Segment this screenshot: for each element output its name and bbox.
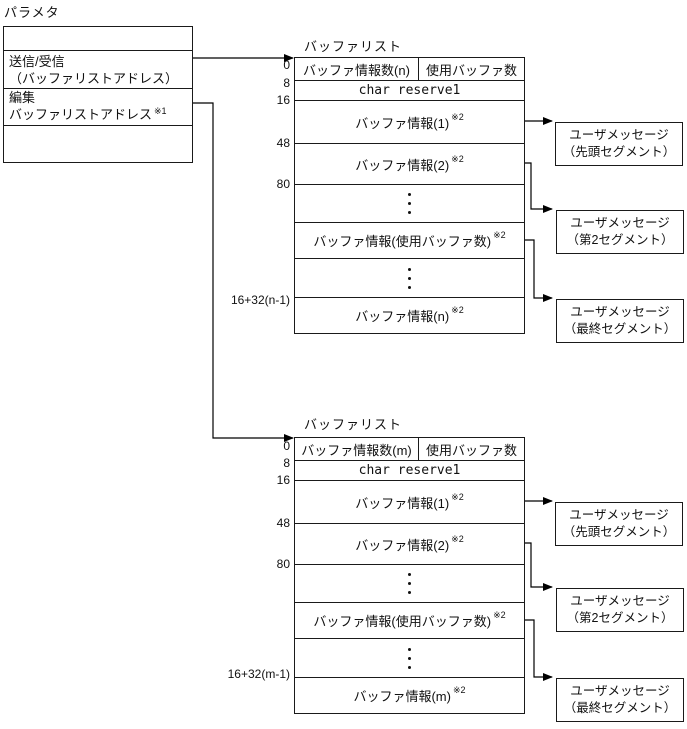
offset-label: 48 (276, 136, 290, 150)
arrow-list1-info2-to-second-segment (525, 162, 553, 213)
parameter-title: パラメタ (4, 5, 60, 20)
buffer-info-count-cell: バッファ情報数(m) (295, 438, 419, 460)
user-message-box-last-segment-2: ユーザメッセージ （最終セグメント） (556, 678, 684, 722)
buffer-list-1-reserve-row: char reserve1 (295, 80, 524, 100)
note-2-superscript: ※2 (493, 610, 506, 620)
offset-label: 80 (276, 557, 290, 571)
parameter-row-send-receive: 送信/受信 （バッファリストアドレス） (4, 50, 192, 88)
offset-label: 8 (283, 76, 290, 90)
offset-label: 16 (276, 93, 290, 107)
offset-label: 0 (283, 58, 290, 72)
segment-label: （第2セグメント） (566, 233, 674, 247)
segment-label: （先頭セグメント） (562, 145, 676, 159)
offset-label: 16 (276, 473, 290, 487)
buffer-list-1-info-row-2: バッファ情報(2)※2 (295, 143, 524, 184)
user-message-box-second-segment-1: ユーザメッセージ （第2セグメント） (556, 210, 684, 254)
parameter-box: 送信/受信 （バッファリストアドレス） 編集 バッファリストアドレス※1 (3, 26, 193, 163)
note-2-superscript: ※2 (493, 230, 506, 240)
note-2-superscript: ※2 (452, 685, 466, 695)
buffer-list-1-ellipsis-row-2 (295, 258, 524, 297)
offset-label: 0 (283, 439, 290, 453)
user-message-box-head-segment-2: ユーザメッセージ （先頭セグメント） (555, 502, 683, 546)
buffer-info-m-label: バッファ情報(m) (353, 689, 451, 704)
user-message-box-head-segment-1: ユーザメッセージ （先頭セグメント） (555, 122, 683, 166)
segment-label: （先頭セグメント） (562, 525, 676, 539)
arrow-edit-to-buffer-list-2 (193, 102, 294, 442)
buffer-list-2-ellipsis-row-2 (295, 638, 524, 677)
offset-label: 48 (276, 516, 290, 530)
buffer-list-2-info-row-1: バッファ情報(1)※2 (295, 480, 524, 523)
used-buffer-count-cell: 使用バッファ数 (425, 442, 517, 458)
segment-label: （第2セグメント） (566, 611, 674, 625)
note-2-superscript: ※2 (451, 111, 464, 122)
buffer-list-2-info-row-2: バッファ情報(2)※2 (295, 523, 524, 564)
user-message-label: ユーザメッセージ (570, 684, 670, 698)
buffer-list-2-title: バッファリスト (304, 417, 403, 432)
buffer-list-2-reserve-row: char reserve1 (295, 460, 524, 480)
buffer-list-1-box: バッファ情報数(n) 使用バッファ数 char reserve1 バッファ情報(… (294, 57, 525, 334)
buffer-list-2-info-row-used: バッファ情報(使用バッファ数)※2 (295, 602, 524, 638)
arrow-list2-used-to-last-segment (525, 619, 553, 681)
buffer-list-2-header-row: バッファ情報数(m) 使用バッファ数 (295, 438, 524, 460)
buffer-info-1-label: バッファ情報(1) (355, 495, 450, 511)
buffer-info-1-label: バッファ情報(1) (355, 115, 450, 131)
user-message-label: ユーザメッセージ (570, 216, 670, 230)
offset-label: 16+32(n-1) (230, 293, 290, 307)
segment-label: （最終セグメント） (563, 701, 677, 715)
segment-label: （最終セグメント） (563, 322, 677, 336)
user-message-box-last-segment-1: ユーザメッセージ （最終セグメント） (556, 299, 684, 343)
user-message-label: ユーザメッセージ (569, 508, 669, 522)
buffer-info-n-label: バッファ情報(n) (355, 309, 450, 324)
buffer-info-used-label: バッファ情報(使用バッファ数) (313, 234, 492, 249)
ellipsis-dots (408, 645, 411, 672)
parameter-row-edit: 編集 バッファリストアドレス※1 (4, 88, 192, 125)
used-buffer-count-cell: 使用バッファ数 (425, 62, 517, 78)
edit-label: 編集 (9, 90, 36, 105)
note-2-superscript: ※2 (451, 533, 464, 544)
buffer-list-1-info-row-used: バッファ情報(使用バッファ数)※2 (295, 222, 524, 258)
offset-label: 16+32(m-1) (227, 667, 290, 681)
buffer-list-1-info-row-1: バッファ情報(1)※2 (295, 100, 524, 143)
send-receive-address-label: （バッファリストアドレス） (9, 70, 179, 86)
buffer-info-2-label: バッファ情報(2) (355, 537, 450, 553)
buffer-list-1-info-row-n: バッファ情報(n)※2 (295, 297, 524, 333)
arrow-list2-info2-to-second-segment (525, 542, 553, 591)
note-1-superscript: ※1 (154, 106, 167, 116)
buffer-info-used-label: バッファ情報(使用バッファ数) (313, 614, 492, 629)
edit-address-text: バッファリストアドレス (9, 107, 153, 122)
buffer-list-2-ellipsis-row-1 (295, 564, 524, 602)
user-message-box-second-segment-2: ユーザメッセージ （第2セグメント） (556, 588, 684, 632)
note-2-superscript: ※2 (451, 305, 464, 315)
buffer-list-2-info-row-m: バッファ情報(m)※2 (295, 677, 524, 713)
user-message-label: ユーザメッセージ (569, 128, 669, 142)
user-message-label: ユーザメッセージ (570, 305, 670, 319)
ellipsis-dots (408, 570, 411, 597)
ellipsis-dots (408, 190, 411, 217)
offset-label: 8 (283, 456, 290, 470)
buffer-info-2-label: バッファ情報(2) (355, 157, 450, 173)
user-message-label: ユーザメッセージ (570, 594, 670, 608)
offset-label: 80 (276, 177, 290, 191)
parameter-row-blank-bottom (4, 125, 192, 161)
edit-address-label: バッファリストアドレス※1 (9, 106, 192, 125)
buffer-list-1-ellipsis-row-1 (295, 184, 524, 222)
buffer-info-count-cell: バッファ情報数(n) (295, 58, 419, 80)
buffer-list-1-header-row: バッファ情報数(n) 使用バッファ数 (295, 58, 524, 80)
buffer-list-2-box: バッファ情報数(m) 使用バッファ数 char reserve1 バッファ情報(… (294, 437, 525, 714)
buffer-list-1-title: バッファリスト (304, 39, 403, 54)
send-receive-label: 送信/受信 (9, 53, 65, 69)
parameter-row-blank-top (4, 27, 192, 50)
note-2-superscript: ※2 (451, 153, 464, 164)
ellipsis-dots (408, 265, 411, 292)
arrow-list1-used-to-last-segment (525, 239, 553, 302)
note-2-superscript: ※2 (451, 491, 464, 502)
